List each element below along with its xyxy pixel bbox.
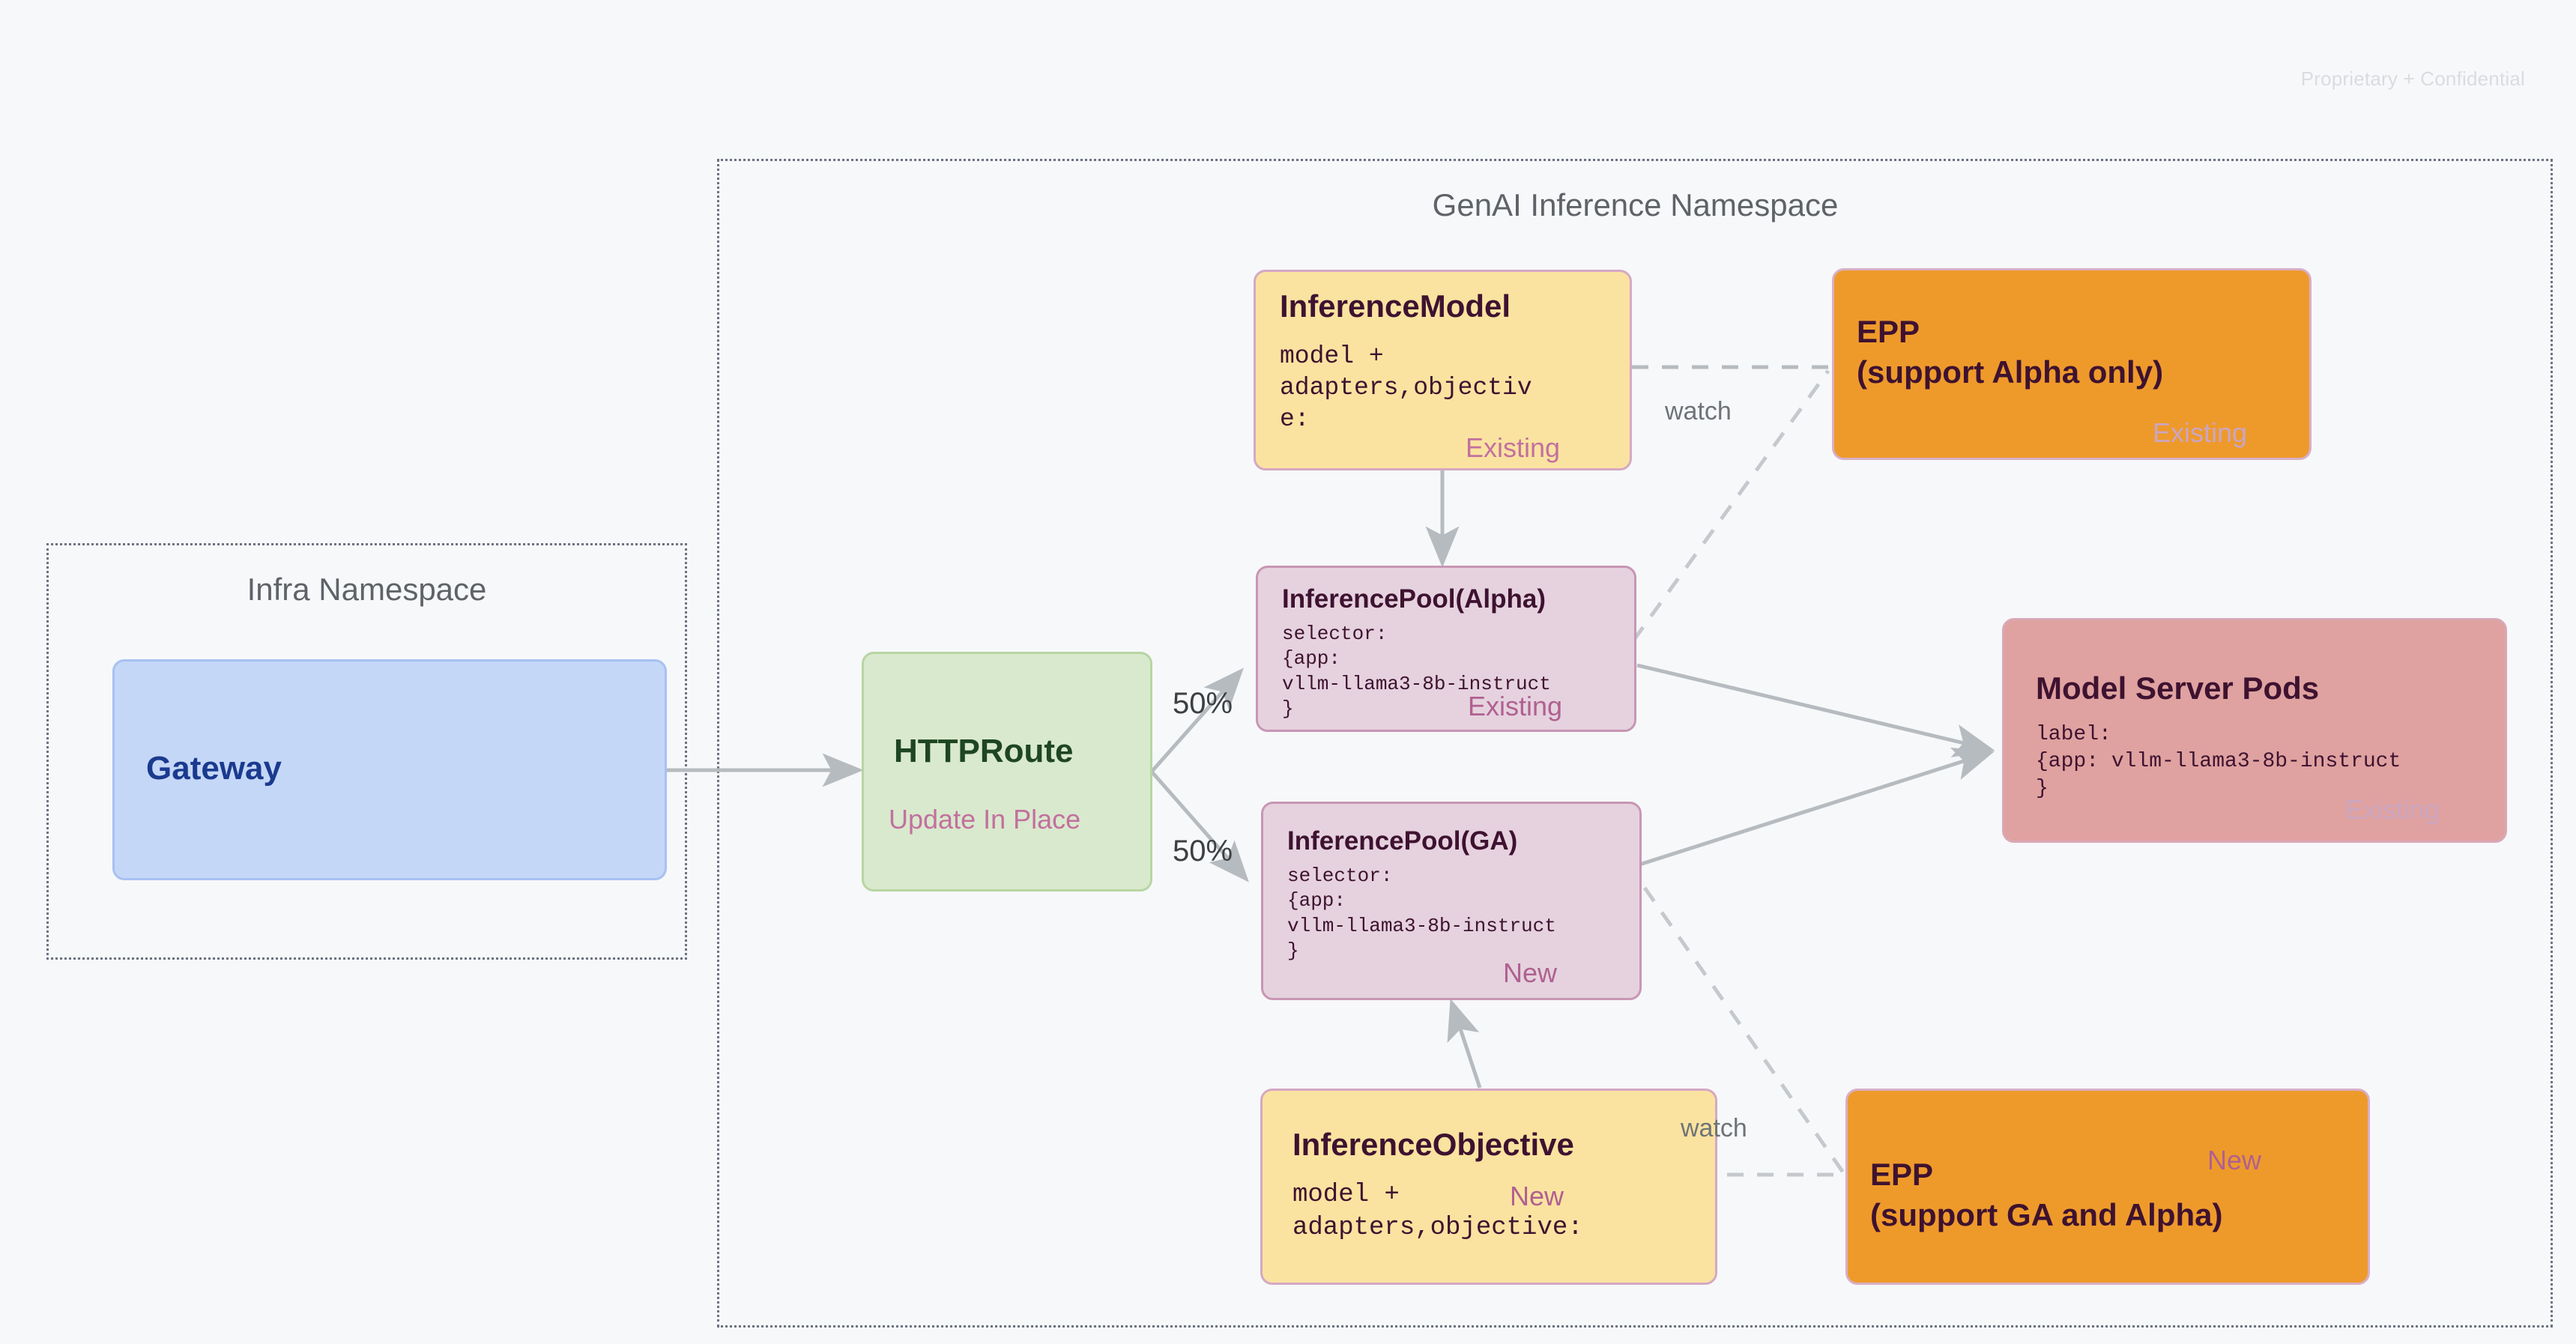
model-server-pods-title: Model Server Pods <box>2036 671 2320 706</box>
inference-pool-alpha-title: InferencePool(Alpha) <box>1282 584 1546 614</box>
node-gateway[interactable]: Gateway <box>112 659 667 880</box>
inference-model-status-badge: Existing <box>1466 432 1561 463</box>
inference-objective-title: InferenceObjective <box>1292 1127 1574 1162</box>
infra-namespace-container <box>46 543 687 960</box>
edge-label-watch-top: watch <box>1665 397 1732 426</box>
node-httproute[interactable]: HTTPRoute Update In Place <box>862 652 1152 892</box>
node-inference-pool-ga[interactable]: InferencePool(GA) selector: {app: vllm-l… <box>1261 802 1642 1000</box>
infra-namespace-title: Infra Namespace <box>247 572 487 607</box>
inference-objective-body: model + adapters,objective: <box>1292 1181 1583 1242</box>
epp-alpha-status-badge: Existing <box>2153 417 2248 448</box>
epp-ga-title-line2: (support GA and Alpha) <box>1870 1197 2223 1232</box>
model-server-pods-status-badge: Existing <box>2345 794 2440 825</box>
edge-label-split-bottom: 50% <box>1173 835 1233 868</box>
inference-pool-ga-title: InferencePool(GA) <box>1287 826 1518 856</box>
confidential-watermark: Proprietary + Confidential <box>2300 67 2525 90</box>
node-inference-objective[interactable]: InferenceObjective model + adapters,obje… <box>1260 1089 1717 1285</box>
genai-namespace-container <box>717 159 2553 1328</box>
epp-alpha-title-line2: (support Alpha only) <box>1857 354 2164 390</box>
inference-pool-alpha-status-badge: Existing <box>1468 691 1563 721</box>
edge-label-watch-bottom: watch <box>1681 1114 1747 1142</box>
node-model-server-pods[interactable]: Model Server Pods label: {app: vllm-llam… <box>2002 618 2507 843</box>
genai-namespace-title: GenAI Inference Namespace <box>1432 187 1839 223</box>
node-inference-pool-alpha[interactable]: InferencePool(Alpha) selector: {app: vll… <box>1256 566 1636 732</box>
inference-pool-ga-body: selector: {app: vllm-llama3-8b-instruct … <box>1287 865 1556 962</box>
epp-ga-status-badge: New <box>2207 1145 2262 1175</box>
httproute-status-badge: Update In Place <box>889 804 1081 835</box>
inference-model-title: InferenceModel <box>1280 288 1511 324</box>
edge-label-split-top: 50% <box>1173 687 1233 720</box>
gateway-title: Gateway <box>146 750 282 787</box>
inference-objective-status-badge: New <box>1510 1181 1564 1211</box>
epp-alpha-title-line1: EPP <box>1857 314 1920 349</box>
node-epp-alpha[interactable]: EPP (support Alpha only) Existing <box>1832 268 2312 460</box>
node-epp-ga[interactable]: EPP (support GA and Alpha) New <box>1845 1089 2370 1285</box>
inference-model-body: model + adapters,objectiv e: <box>1280 342 1532 434</box>
epp-ga-title-line1: EPP <box>1870 1157 1934 1192</box>
model-server-pods-body: label: {app: vllm-llama3-8b-instruct } <box>2036 723 2401 800</box>
inference-pool-ga-status-badge: New <box>1503 957 1558 988</box>
inference-pool-alpha-body: selector: {app: vllm-llama3-8b-instruct … <box>1282 623 1551 720</box>
node-inference-model[interactable]: InferenceModel model + adapters,objectiv… <box>1254 270 1632 470</box>
httproute-title: HTTPRoute <box>894 733 1074 769</box>
